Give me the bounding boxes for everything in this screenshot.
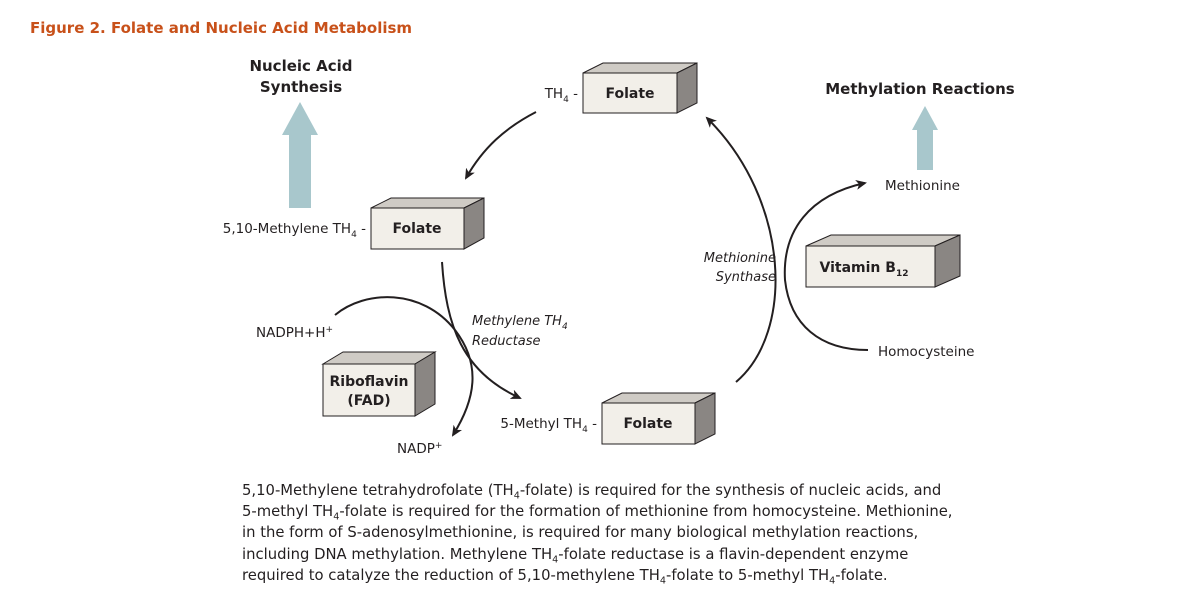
nadph-label: NADPH+H+ xyxy=(256,325,333,341)
caption-line-5: required to catalyze the reduction of 5,… xyxy=(242,566,888,587)
nucleic-acid-heading-line1: Nucleic Acid xyxy=(249,57,352,75)
caption-line-3: in the form of S-adenosylmethionine, is … xyxy=(242,524,919,542)
methylene-reductase-line1: Methylene TH4 xyxy=(472,314,568,332)
figure-title: Figure 2. Folate and Nucleic Acid Metabo… xyxy=(30,19,413,37)
nucleic-acid-up-arrow xyxy=(282,102,318,208)
homocysteine-label: Homocysteine xyxy=(878,344,974,360)
methylation-up-arrow xyxy=(912,106,938,170)
methylation-heading: Methylation Reactions xyxy=(825,80,1015,98)
folate-box-top-label: Folate xyxy=(605,86,654,102)
nadp-label: NADP+ xyxy=(397,441,442,457)
caption-line-4: including DNA methylation. Methylene TH4… xyxy=(242,545,909,565)
prefix-5-methyl-th4: 5-Methyl TH4 - xyxy=(500,416,597,435)
folate-box-top: Folate xyxy=(582,62,698,114)
folate-box-left: Folate xyxy=(370,197,485,250)
vitamin-b12-box: Vitamin B12 xyxy=(805,234,961,288)
caption-line-1: 5,10-Methylene tetrahydrofolate (TH4-fol… xyxy=(242,482,942,502)
caption-line-2: 5-methyl TH4-folate is required for the … xyxy=(242,503,953,523)
methionine-label: Methionine xyxy=(885,178,960,194)
prefix-th4: TH4 - xyxy=(544,86,578,105)
methionine-synthase-line1: Methionine xyxy=(704,251,776,266)
riboflavin-box: Riboflavin (FAD) xyxy=(321,351,437,417)
riboflavin-label-line2: (FAD) xyxy=(347,393,390,409)
arrow-left-to-bottom xyxy=(441,261,522,399)
nucleic-acid-heading-line2: Synthesis xyxy=(260,78,342,96)
methylene-reductase-line2: Reductase xyxy=(472,334,541,349)
arrow-bottom-to-top xyxy=(705,116,777,383)
arrow-homocysteine-to-methionine xyxy=(783,180,869,351)
folate-box-left-label: Folate xyxy=(392,221,441,237)
riboflavin-label-line1: Riboflavin xyxy=(330,374,409,390)
vitamin-b12-label: Vitamin B12 xyxy=(820,260,909,279)
arrow-nadph-to-nadp xyxy=(334,296,474,437)
methionine-synthase-line2: Synthase xyxy=(716,270,776,285)
folate-box-bottom: Folate xyxy=(601,392,716,445)
figure-caption: 5,10-Methylene tetrahydrofolate (TH4-fol… xyxy=(242,480,1002,586)
folate-box-bottom-label: Folate xyxy=(623,416,672,432)
prefix-methylene-th4: 5,10-Methylene TH4 - xyxy=(223,221,366,240)
arrow-top-to-left xyxy=(465,111,537,180)
